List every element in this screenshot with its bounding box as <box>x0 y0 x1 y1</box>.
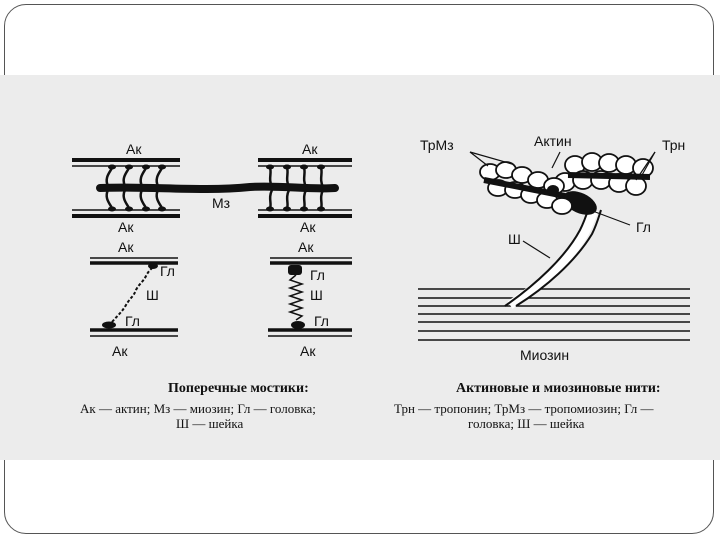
label-gl: Гл <box>314 313 329 329</box>
label-sh: Ш <box>310 287 323 303</box>
label-gl: Гл <box>160 263 175 279</box>
actin-myosin-diagram <box>418 152 690 340</box>
label-ak: Ак <box>118 219 134 235</box>
label-sh: Ш <box>146 287 159 303</box>
caption-title: Актиновые и миозиновые нити: <box>456 381 661 396</box>
head <box>288 265 302 275</box>
label-ak: Ак <box>300 343 316 359</box>
myosin-filament <box>418 289 690 340</box>
caption-line: Трн — тропонин; ТрМз — тропомиозин; Гл — <box>394 401 654 416</box>
caption-line: Ак — актин; Мз — миозин; Гл — головка; <box>80 401 316 416</box>
head <box>148 263 158 269</box>
neck-fill <box>510 210 594 305</box>
label-aktin: Актин <box>534 133 572 149</box>
label-mz: Мз <box>212 195 230 211</box>
label-gl: Гл <box>125 313 140 329</box>
caption-line: головка; Ш — шейка <box>468 416 585 431</box>
label-gl: Гл <box>310 267 325 283</box>
label-ak: Ак <box>118 239 134 255</box>
label-ak: Ак <box>300 219 316 235</box>
label-ak: Ак <box>126 141 142 157</box>
label-ak: Ак <box>302 141 318 157</box>
myosin-filament <box>100 187 335 190</box>
neck <box>290 275 302 320</box>
troponin <box>547 185 559 195</box>
label-miozin: Миозин <box>520 347 569 363</box>
head <box>291 321 305 329</box>
head <box>102 322 116 329</box>
label-trn: Трн <box>662 137 685 153</box>
label-gl: Гл <box>636 219 651 235</box>
label-trmz: ТрМз <box>420 137 454 153</box>
caption-title: Поперечные мостики: <box>168 381 309 396</box>
caption-line: Ш — шейка <box>176 416 243 431</box>
label-ak: Ак <box>112 343 128 359</box>
label-sh: Ш <box>508 231 521 247</box>
label-ak: Ак <box>298 239 314 255</box>
